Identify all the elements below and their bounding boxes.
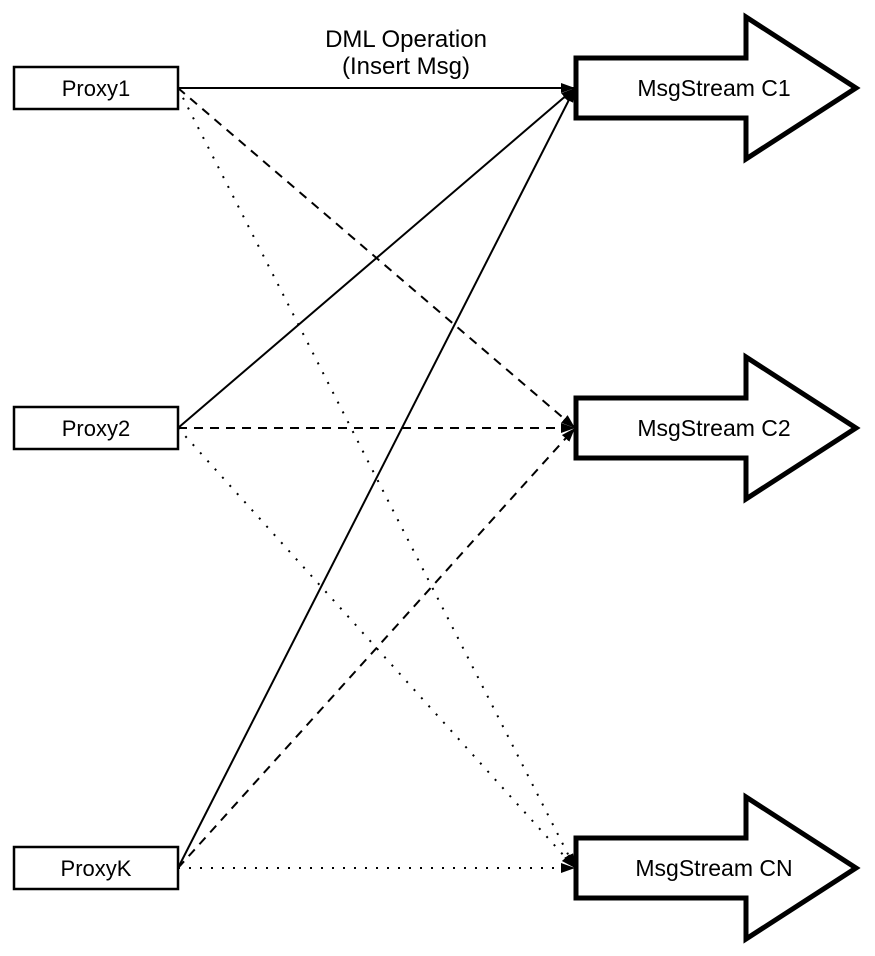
proxy1-node: Proxy1: [12, 65, 180, 111]
msgstream-c1-label: MsgStream C1: [637, 75, 790, 101]
proxy2-box: [12, 405, 180, 451]
proxy1-box: [12, 65, 180, 111]
diagram-title-line2: (Insert Msg): [342, 53, 470, 80]
edges: [177, 83, 576, 873]
msgstream-cn-node: MsgStream CN: [573, 792, 861, 944]
proxy1-label: Proxy1: [62, 76, 130, 101]
msgstream-c1-arrow: [573, 12, 861, 164]
msgstream-c2-label: MsgStream C2: [637, 415, 790, 441]
edge-proxyk-msgstream-c2: [177, 427, 576, 869]
proxy2-node: Proxy2: [12, 405, 180, 451]
msgstream-c1-node: MsgStream C1: [573, 12, 861, 164]
edge-proxyk-msgstream-c1: [177, 87, 576, 869]
proxyk-node: ProxyK: [12, 845, 180, 891]
msgstream-c2-node: MsgStream C2: [573, 352, 861, 504]
proxy2-label: Proxy2: [62, 416, 130, 441]
msgstream-c2-arrow: [573, 352, 861, 504]
msgstream-cn-label: MsgStream CN: [635, 855, 792, 881]
msgstream-cn-arrow: [573, 792, 861, 944]
edge-proxy2-msgstream-c1: [177, 87, 576, 429]
diagram-title-line1: DML Operation: [325, 26, 487, 53]
proxyk-label: ProxyK: [61, 856, 132, 881]
proxyk-box: [12, 845, 180, 891]
